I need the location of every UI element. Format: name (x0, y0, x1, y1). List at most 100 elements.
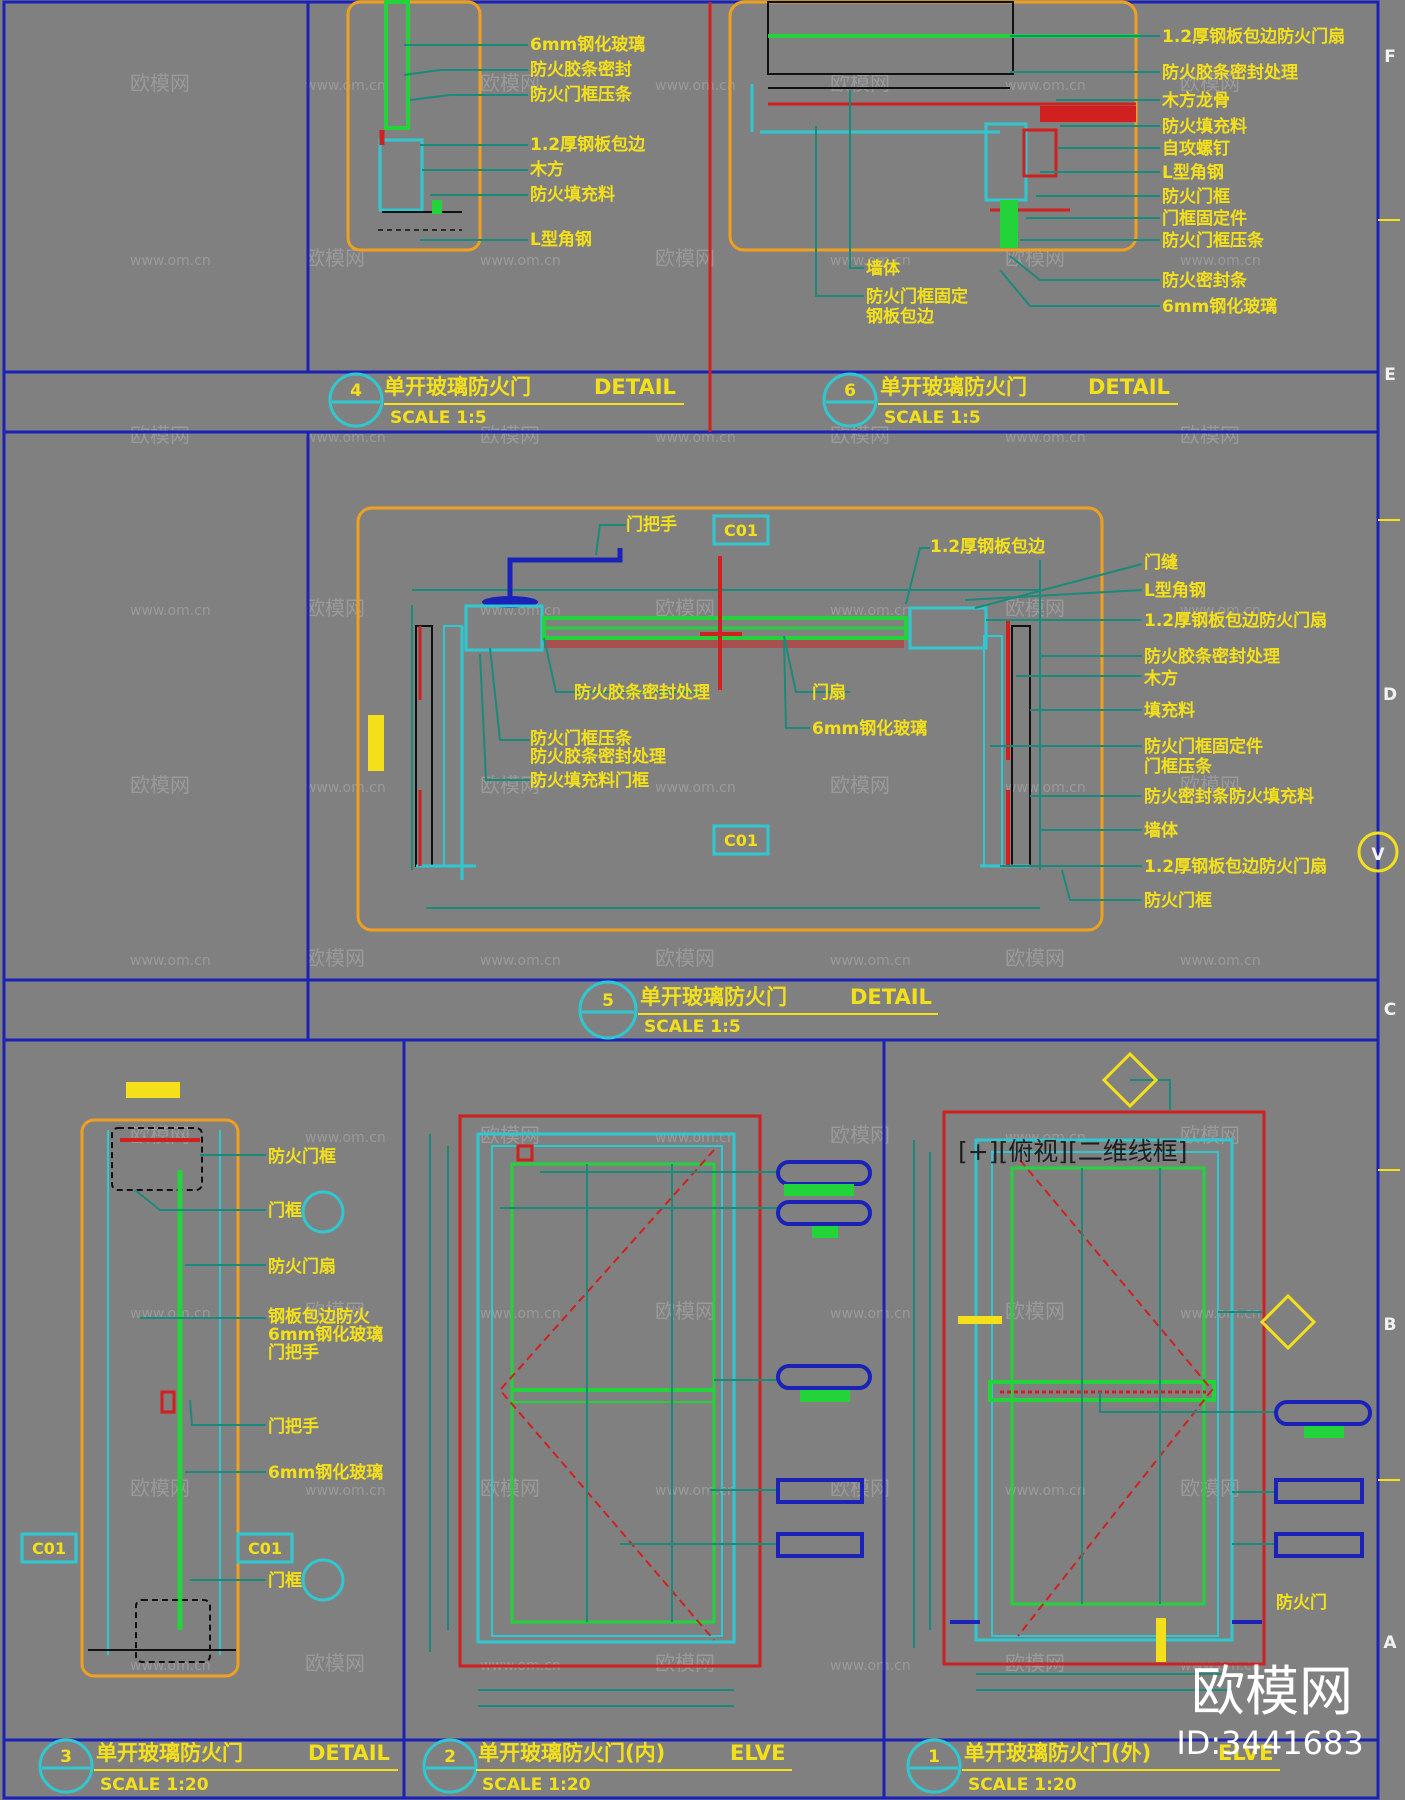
grid-label-a: A (1383, 1633, 1397, 1653)
watermark-text: www.om.cn (1180, 603, 1261, 619)
watermark-text: 欧模网 (830, 423, 890, 447)
detail-4-drawing: 6mm钢化玻璃 防火胶条密封 防火门框压条 1.2厚钢板包边 木方 防火填充料 … (346, 0, 646, 252)
watermark-text: www.om.cn (1005, 780, 1086, 796)
watermark-text: 欧模网 (480, 423, 540, 447)
title-detail-6-kind: DETAIL (1088, 375, 1170, 399)
watermark-text: www.om.cn (830, 1306, 911, 1322)
svg-text:1.2厚钢板包边防火门扇: 1.2厚钢板包边防火门扇 (1144, 610, 1327, 631)
tag-c01-bl-right: C01 (248, 1539, 282, 1558)
svg-text:1.2厚钢板包边防火门扇: 1.2厚钢板包边防火门扇 (1162, 26, 1345, 47)
tag-c01-bl-left: C01 (32, 1539, 66, 1558)
svg-text:L型角钢: L型角钢 (1162, 162, 1224, 183)
svg-text:门框: 门框 (268, 1200, 302, 1221)
watermark-text: www.om.cn (1180, 1658, 1261, 1674)
svg-text:1.2厚钢板包边: 1.2厚钢板包边 (930, 536, 1046, 557)
watermark-text: 欧模网 (305, 596, 365, 620)
detail-3-drawing: 防火门框 门框 防火门扇 钢板包边防火 6mm钢化玻璃 门把手 门把手 6mm钢… (20, 1082, 383, 1678)
grid-label-e: E (1384, 365, 1396, 385)
svg-text:木方龙骨: 木方龙骨 (1161, 90, 1230, 111)
watermark-text: www.om.cn (655, 1130, 736, 1146)
svg-text:钢板包边: 钢板包边 (866, 306, 935, 327)
watermark-text: 欧模网 (1180, 71, 1240, 95)
watermark-text: 欧模网 (1180, 1123, 1240, 1147)
svg-text:防火胶条密封处理: 防火胶条密封处理 (574, 682, 710, 703)
watermark-text: www.om.cn (655, 1483, 736, 1499)
watermark-text: www.om.cn (1005, 1483, 1086, 1499)
watermark-text: 欧模网 (1180, 773, 1240, 797)
svg-text:墙体: 墙体 (866, 258, 901, 279)
section-marker-label: V (1371, 845, 1385, 865)
svg-text:防火密封条: 防火密封条 (1162, 270, 1248, 291)
watermark-text: www.om.cn (655, 780, 736, 796)
title-elevation-2-scale: SCALE 1:20 (482, 1775, 591, 1795)
elevation-1-symbols: 防火门 (1101, 1051, 1372, 1613)
svg-text:防火填充料门框: 防火填充料门框 (530, 770, 649, 791)
title-detail-3-name: 单开玻璃防火门 (96, 1741, 243, 1765)
watermark-text: 欧模网 (1005, 946, 1065, 970)
title-detail-5: 5 单开玻璃防火门 DETAIL SCALE 1:5 (578, 980, 938, 1040)
svg-text:钢板包边防火: 钢板包边防火 (268, 1306, 371, 1327)
watermark-text: 欧模网 (480, 773, 540, 797)
svg-text:L型角钢: L型角钢 (530, 229, 592, 250)
svg-text:6mm钢化玻璃: 6mm钢化玻璃 (268, 1324, 383, 1345)
watermark-text: www.om.cn (830, 1658, 911, 1674)
svg-text:防火门框: 防火门框 (268, 1146, 336, 1167)
watermark-text: 欧模网 (1005, 596, 1065, 620)
svg-text:防火门框压条: 防火门框压条 (530, 84, 633, 105)
detail-6-callouts: 1.2厚钢板包边防火门扇 防火胶条密封处理 木方龙骨 防火填充料 自攻螺钉 L型… (866, 26, 1345, 327)
elevation-1-drawing: 防火门 [+][俯视][二维线框] (913, 1051, 1372, 1691)
watermark-text: www.om.cn (655, 78, 736, 94)
detail-3-callouts: 防火门框 门框 防火门扇 钢板包边防火 6mm钢化玻璃 门把手 门把手 6mm钢… (268, 1146, 383, 1591)
svg-text:门扇: 门扇 (812, 682, 846, 703)
watermark-text: www.om.cn (305, 1483, 386, 1499)
watermark-text: www.om.cn (830, 603, 911, 619)
watermark-text: 欧模网 (130, 423, 190, 447)
watermark-text: www.om.cn (305, 1130, 386, 1146)
watermark-text: 欧模网 (305, 1299, 365, 1323)
watermark-text: www.om.cn (305, 78, 386, 94)
title-detail-4-scale: SCALE 1:5 (390, 408, 487, 428)
svg-text:木方: 木方 (529, 159, 564, 180)
title-detail-3-marker: 3 (60, 1747, 72, 1767)
watermark-text: 欧模网 (655, 1299, 715, 1323)
title-detail-5-marker: 5 (602, 991, 614, 1011)
svg-text:木方: 木方 (1143, 668, 1178, 689)
svg-text:门框: 门框 (268, 1570, 302, 1591)
title-detail-4-marker: 4 (350, 381, 362, 401)
svg-text:防火门框: 防火门框 (1162, 186, 1230, 207)
svg-text:门把手: 门把手 (626, 514, 677, 535)
svg-text:自攻螺钉: 自攻螺钉 (1162, 138, 1230, 159)
watermark-text: 欧模网 (1180, 423, 1240, 447)
title-elevation-1-name: 单开玻璃防火门(外) (964, 1741, 1151, 1765)
tag-c01-mid-top: C01 (724, 521, 758, 540)
watermark-text: www.om.cn (655, 430, 736, 446)
svg-text:防火门扇: 防火门扇 (268, 1256, 336, 1277)
svg-text:1.2厚钢板包边防火门扇: 1.2厚钢板包边防火门扇 (1144, 856, 1327, 877)
detail-5-drawing: 门把手 1.2厚钢板包边 门缝 L型角钢 1.2厚钢板包边防火门扇 防火胶条密封… (356, 506, 1327, 932)
watermark-text: www.om.cn (1005, 1130, 1086, 1146)
watermark-text: www.om.cn (480, 1306, 561, 1322)
view-mode-label: [+][俯视][二维线框] (958, 1137, 1187, 1166)
title-detail-3: 3 单开玻璃防火门 DETAIL SCALE 1:20 (38, 1738, 398, 1795)
title-elevation-2: 2 单开玻璃防火门(内) ELVE SCALE 1:20 (422, 1738, 792, 1795)
grid-label-d: D (1383, 685, 1397, 705)
watermark-text: www.om.cn (305, 780, 386, 796)
svg-text:防火填充料: 防火填充料 (1162, 116, 1247, 137)
grid-label-c: C (1384, 1000, 1396, 1020)
watermark-text: www.om.cn (1180, 253, 1261, 269)
title-detail-4: 4 单开玻璃防火门 DETAIL SCALE 1:5 (328, 372, 684, 428)
svg-text:填充料: 填充料 (1144, 700, 1195, 721)
title-elevation-1-scale: SCALE 1:20 (968, 1775, 1077, 1795)
svg-text:门框固定件: 门框固定件 (1162, 208, 1247, 229)
watermark-text: 欧模网 (130, 1123, 190, 1147)
svg-text:防火胶条密封处理: 防火胶条密封处理 (1144, 646, 1280, 667)
watermark-text: www.om.cn (480, 953, 561, 969)
svg-text:门把手: 门把手 (268, 1342, 319, 1363)
watermark-text: 欧模网 (305, 1651, 365, 1675)
title-detail-3-kind: DETAIL (308, 1741, 390, 1765)
svg-text:防火门框: 防火门框 (1144, 890, 1212, 911)
watermark-text: 欧模网 (830, 1123, 890, 1147)
model-id-label: ID:3441683 (1176, 1724, 1363, 1762)
svg-text:防火胶条密封: 防火胶条密封 (530, 59, 632, 80)
